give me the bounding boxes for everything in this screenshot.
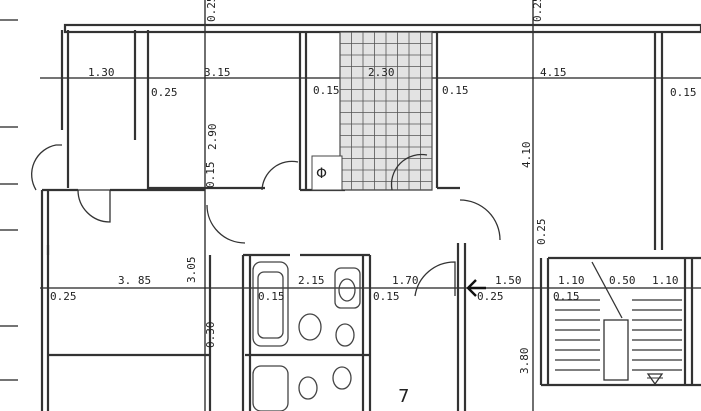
staircase bbox=[555, 261, 682, 386]
dim-label-top-1: 1.30 bbox=[88, 66, 115, 79]
dim-label-mid-3: 1.70 bbox=[392, 274, 419, 287]
bath-fixtures bbox=[252, 261, 361, 411]
dim-label-mid-2: 2.15 bbox=[298, 274, 325, 287]
room-number: 7 bbox=[398, 386, 409, 407]
wall-label-mid-5: 0.15 bbox=[553, 290, 580, 303]
dim-label-top-4: 4.15 bbox=[540, 66, 567, 79]
dim-label-top-3: 2.30 bbox=[368, 66, 395, 79]
vdim-label-1: 2.90 bbox=[206, 124, 219, 151]
dim-label-top-2: 3.15 bbox=[204, 66, 231, 79]
wall-label-top-3: 0.15 bbox=[442, 84, 469, 97]
door-swings bbox=[31, 144, 501, 297]
svg-text:Φ: Φ bbox=[316, 166, 327, 182]
vdim-label-3: 4.10 bbox=[520, 142, 533, 169]
wall-label-mid-2: 0.15 bbox=[258, 290, 285, 303]
vdim-label-6: 0.30 bbox=[204, 322, 217, 349]
dim-label-mid-7: 1.10 bbox=[652, 274, 679, 287]
wall-label-mid-3: 0.15 bbox=[373, 290, 400, 303]
dim-label-mid-4: 1.50 bbox=[495, 274, 522, 287]
wall-label-top-4: 0.15 bbox=[670, 86, 697, 99]
wall-label-top-2: 0.15 bbox=[313, 84, 340, 97]
dim-label-mid-5: 1.10 bbox=[558, 274, 585, 287]
entry-arrow bbox=[466, 279, 486, 297]
vdim-label-7: 3.80 bbox=[518, 348, 531, 375]
dim-label-mid-1: 3. 85 bbox=[118, 274, 151, 287]
wall-label-top-1: 0.25 bbox=[151, 86, 178, 99]
edge-mark-1: 0.25 bbox=[205, 0, 218, 22]
vdim-label-5: 3.05 bbox=[185, 257, 198, 284]
wall-label-mid-1: 0.25 bbox=[50, 290, 77, 303]
dim-label-mid-6: 0.50 bbox=[609, 274, 636, 287]
ruler-ticks bbox=[0, 19, 18, 381]
tiled-floor: Φ bbox=[311, 31, 433, 191]
edge-mark-2: 0.25 bbox=[531, 0, 544, 22]
wall-label-mid-4: 0.25 bbox=[477, 290, 504, 303]
vdim-label-4: 0.25 bbox=[535, 219, 548, 246]
vdim-label-2: 0.15 bbox=[204, 162, 217, 189]
